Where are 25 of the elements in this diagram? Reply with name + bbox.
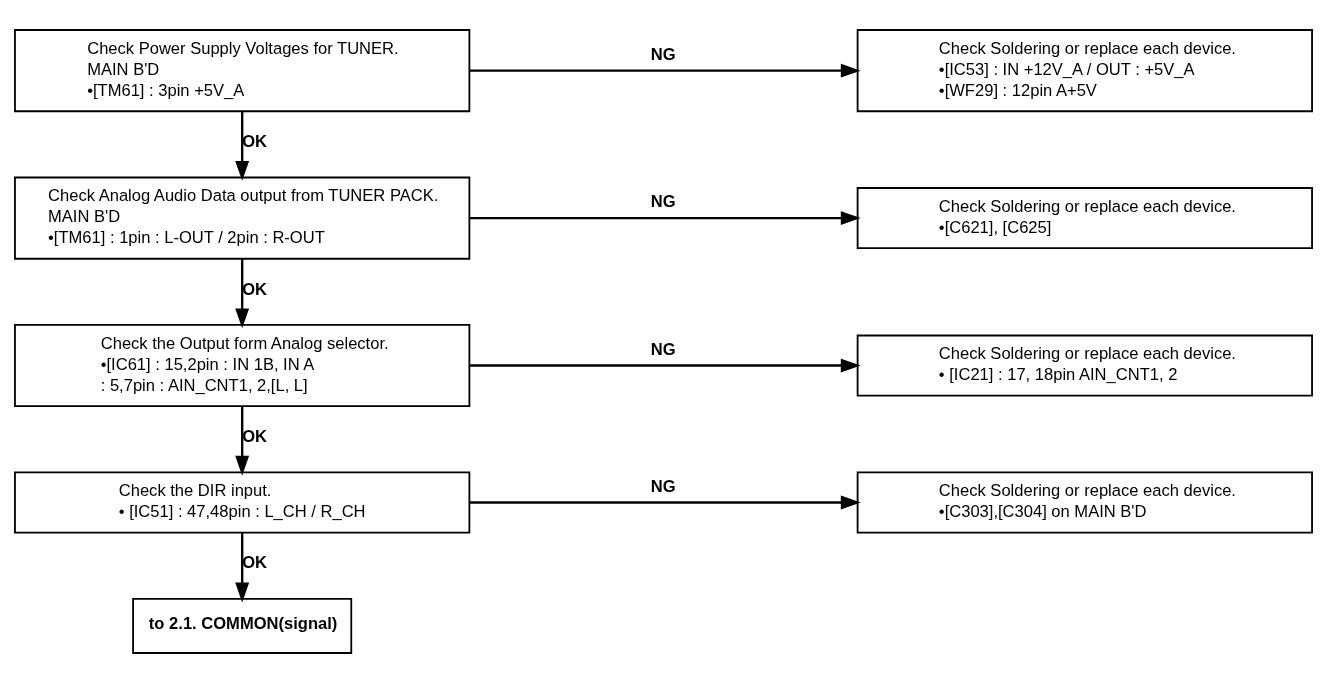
node-box: to 2.1. COMMON(signal) (132, 597, 353, 654)
node-box: Check Soldering or replace each device. • [IC21] : 17, 18pin AIN_CNT1, 2 (856, 334, 1313, 397)
node-box: Check Analog Audio Data output from TUNER PACK. MAIN B'D •[TM61] : 1pin : L-OUT / 2pin : R-OUT (14, 176, 471, 260)
node-box: Check Soldering or replace each device. •[IC53] : IN +12V_A / OUT : +5V_A •[WF29] : 12pin A+5V (856, 28, 1313, 112)
arrow (235, 532, 250, 602)
edge-label: OK (242, 279, 267, 299)
arrow (235, 406, 250, 476)
node-box: Check Soldering or replace each device. •[C621], [C625] (856, 186, 1313, 249)
arrow (469, 495, 861, 509)
edge-label: NG (650, 339, 676, 359)
edge-label: OK (242, 426, 267, 446)
edge-label: OK (242, 131, 267, 151)
arrow (469, 210, 861, 225)
arrow (235, 111, 250, 181)
arrow (469, 63, 861, 78)
node-box: Check the Output form Analog selector. •[IC61] : 15,2pin : IN 1B, IN A : 5,7pin : AIN_CNT1, 2,[L, L] (14, 323, 471, 407)
node-box: Check the DIR input. • [IC51] : 47,48pin : L_CH / R_CH (14, 471, 471, 533)
arrow (469, 358, 861, 373)
node-box: Check Soldering or replace each device. •[C303],[C304] on MAIN B'D (856, 471, 1313, 533)
edge-label: NG (650, 191, 676, 211)
arrow (235, 258, 250, 328)
node-box: Check Power Supply Voltages for TUNER. MAIN B'D •[TM61] : 3pin +5V_A (14, 28, 471, 112)
edge-label: OK (242, 552, 267, 572)
edge-label: NG (650, 44, 676, 64)
edge-label: NG (650, 476, 676, 496)
